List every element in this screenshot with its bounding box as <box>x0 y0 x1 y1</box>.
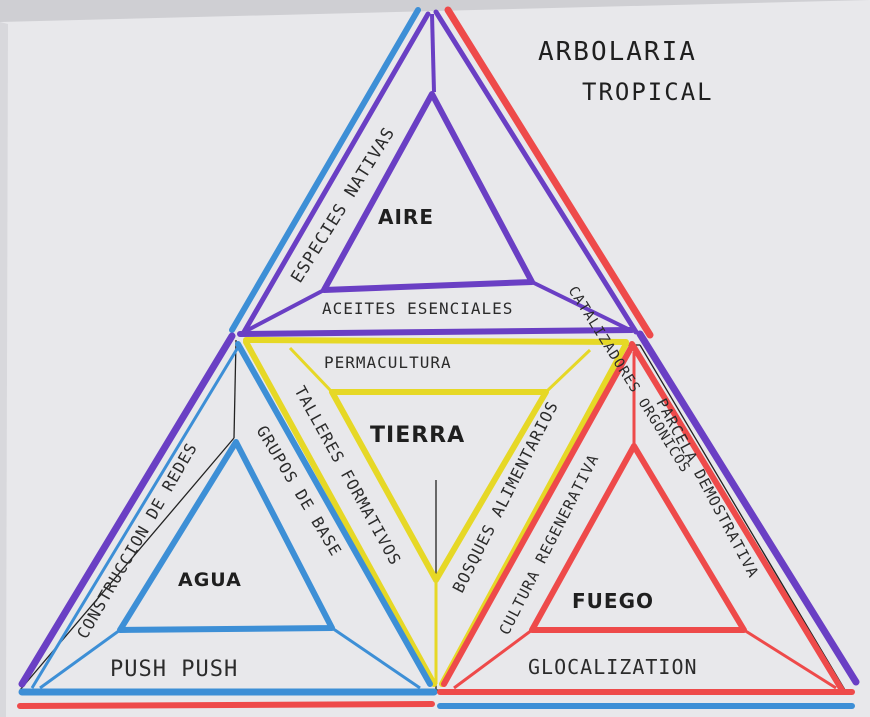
aire-outer-right-red <box>444 6 654 339</box>
fuego-connector-left <box>453 628 533 690</box>
label-permacultura: PERMACULTURA <box>324 353 452 372</box>
tierra-connector-left <box>288 346 334 394</box>
agua-connector-left <box>39 628 121 690</box>
agua-inner-triangle <box>117 439 335 633</box>
tierra-triangle-group <box>243 337 629 687</box>
fuego-outer-left-red <box>441 343 635 687</box>
agua-outer-left-blue <box>30 343 242 689</box>
aire-connector-right <box>531 280 631 332</box>
aire-outer-left-blue <box>229 7 421 333</box>
label-agua: AGUA <box>178 569 242 591</box>
aire-outer-left-purple <box>241 11 431 335</box>
label-glocalization: GLOCALIZATION <box>528 655 698 679</box>
agua-outer-left-purple <box>18 332 236 688</box>
title-line-1: ARBOLARIA <box>538 37 697 67</box>
label-push-push: PUSH PUSH <box>110 657 238 682</box>
fuego-connector-right <box>743 628 837 690</box>
label-aire: AIRE <box>378 205 434 229</box>
label-tierra: TIERRA <box>370 423 465 448</box>
label-fuego: FUEGO <box>572 589 654 613</box>
tierra-connector-right <box>544 348 592 394</box>
tierra-outer-left-yellow <box>243 339 437 687</box>
aire-connector-left <box>243 288 325 334</box>
title-block: ARBOLARIA TROPICAL <box>538 37 714 106</box>
fuego-triangle-group <box>437 330 860 709</box>
aire-divider <box>430 13 436 93</box>
paper-shadow <box>0 22 8 717</box>
label-aceites-esenciales: ACEITES ESENCIALES <box>322 299 513 318</box>
tierra-inner-triangle <box>329 389 549 583</box>
agua-outer-right-blue <box>235 341 433 687</box>
fuego-outer-right-red <box>629 341 845 693</box>
fuego-outer-right-purple <box>636 330 860 686</box>
aire-inner-triangle <box>321 91 535 293</box>
aire-base-purple <box>237 327 635 337</box>
tierra-outer-top-yellow <box>243 337 629 345</box>
aire-outer-right-purple <box>433 9 639 335</box>
agua-base-red <box>17 701 435 709</box>
agua-triangle-group <box>17 332 438 709</box>
title-line-2: TROPICAL <box>582 78 714 106</box>
agua-connector-right <box>331 626 421 690</box>
aire-triangle-group <box>229 6 654 339</box>
fuego-inner-triangle <box>529 443 747 633</box>
